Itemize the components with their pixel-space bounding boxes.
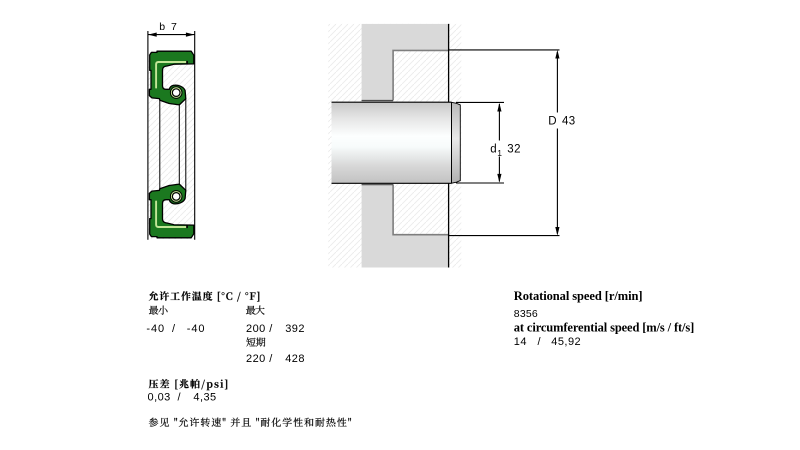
svg-text:0,03: 0,03: [148, 391, 171, 403]
svg-text:D: D: [548, 115, 556, 127]
svg-text:at circumferential speed [m/s: at circumferential speed [m/s / ft/s]: [514, 320, 695, 334]
svg-text:-40: -40: [146, 323, 165, 335]
svg-text:/: /: [538, 336, 542, 348]
svg-text:4,35: 4,35: [193, 391, 216, 403]
svg-text:1: 1: [497, 148, 502, 158]
svg-text:43: 43: [562, 115, 576, 127]
svg-text:220: 220: [246, 353, 266, 365]
svg-text:b: b: [159, 21, 165, 33]
svg-text:/: /: [269, 353, 273, 365]
svg-text:7: 7: [171, 21, 177, 33]
svg-text:-40: -40: [187, 323, 206, 335]
svg-text:8356: 8356: [514, 308, 538, 320]
svg-text:/: /: [269, 323, 273, 335]
svg-text:32: 32: [507, 144, 521, 156]
svg-text:/: /: [172, 323, 176, 335]
svg-text:45,92: 45,92: [551, 336, 581, 348]
svg-text:392: 392: [285, 323, 305, 335]
svg-text:d: d: [490, 144, 496, 156]
svg-text:/: /: [178, 391, 182, 403]
svg-text:428: 428: [285, 353, 305, 365]
svg-text:Rotational speed [r/min]: Rotational speed [r/min]: [514, 289, 643, 303]
svg-text:200: 200: [246, 323, 266, 335]
svg-text:14: 14: [514, 336, 527, 348]
